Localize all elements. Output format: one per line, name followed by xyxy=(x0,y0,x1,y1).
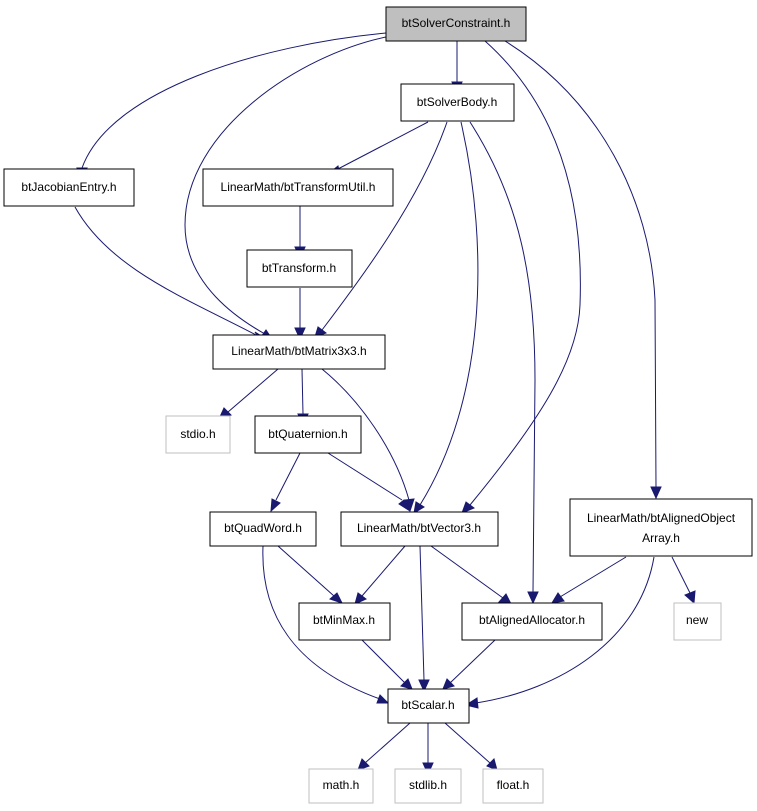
node-label: btQuaternion.h xyxy=(268,427,347,441)
node-label: LinearMath/btTransformUtil.h xyxy=(221,180,376,194)
edge-alignedobjectarray-to-alignedallocator xyxy=(559,556,627,598)
edge-solverconstraint-to-jacobianentry xyxy=(81,32,387,169)
node-label: stdio.h xyxy=(180,427,215,441)
arrowhead xyxy=(442,678,455,690)
edge-scalar-to-float xyxy=(444,722,491,764)
node-label: btScalar.h xyxy=(401,698,454,712)
edge-solverbody-to-transformutil xyxy=(335,121,429,171)
edge-minmax-to-scalar xyxy=(359,637,406,684)
node-btvector3[interactable]: LinearMath/btVector3.h xyxy=(340,511,499,547)
arrowhead xyxy=(376,694,390,704)
edge-matrix3x3-to-stdio xyxy=(227,368,279,413)
arrowhead xyxy=(486,758,498,771)
arrowhead xyxy=(461,501,475,514)
edge-alignedobjectarray-to-scalar xyxy=(475,556,655,704)
node-label: btQuadWord.h xyxy=(224,521,302,535)
node-label: btJacobianEntry.h xyxy=(21,180,116,194)
node-btquaternion[interactable]: btQuaternion.h xyxy=(254,415,362,454)
node-btsolverbody[interactable]: btSolverBody.h xyxy=(400,83,515,122)
arrowhead xyxy=(398,499,411,512)
node-btalignedobjectarray[interactable]: LinearMath/btAlignedObject Array.h xyxy=(569,498,753,557)
edge-vector3-to-scalar xyxy=(419,545,425,681)
edge-solverbody-to-alignedallocator xyxy=(469,121,536,593)
edge-matrix3x3-to-vector3 xyxy=(321,368,410,501)
edges xyxy=(74,32,691,764)
node-label: btMinMax.h xyxy=(313,613,375,627)
edge-matrix3x3-to-quaternion xyxy=(301,368,304,415)
node-label: LinearMath/btMatrix3x3.h xyxy=(231,344,366,358)
node-label: LinearMath/btVector3.h xyxy=(357,521,481,535)
arrowhead xyxy=(551,592,565,604)
node-label: btAlignedAllocator.h xyxy=(479,613,585,627)
node-btjacobianentry[interactable]: btJacobianEntry.h xyxy=(3,168,135,207)
node-bttransform[interactable]: btTransform.h xyxy=(246,249,353,288)
node-label: btSolverBody.h xyxy=(417,95,498,109)
edge-vector3-to-alignedallocator xyxy=(430,545,504,599)
edge-solverbody-to-vector3 xyxy=(419,121,479,506)
node-bttransformutil[interactable]: LinearMath/btTransformUtil.h xyxy=(202,168,394,207)
arrowhead xyxy=(400,678,413,690)
node-btscalar[interactable]: btScalar.h xyxy=(387,688,470,724)
node-label: float.h xyxy=(497,778,530,792)
edge-quaternion-to-vector3 xyxy=(327,452,403,501)
node-label-line1: LinearMath/btAlignedObject xyxy=(587,511,736,525)
node-label: btTransform.h xyxy=(262,261,336,275)
edge-quaternion-to-quadword xyxy=(275,452,301,501)
node-new[interactable]: new xyxy=(673,602,722,641)
node-btminmax[interactable]: btMinMax.h xyxy=(298,602,391,641)
node-stdlib[interactable]: stdlib.h xyxy=(394,768,462,804)
arrowhead xyxy=(527,591,539,605)
edge-quadword-to-minmax xyxy=(277,545,335,597)
edge-solverconstraint-to-matrix3x3 xyxy=(184,36,387,335)
node-label: math.h xyxy=(323,778,360,792)
arrowhead xyxy=(329,592,343,604)
node-btquadword[interactable]: btQuadWord.h xyxy=(209,511,317,547)
edge-vector3-to-minmax xyxy=(361,545,406,597)
arrowhead xyxy=(294,327,306,341)
node-label: stdlib.h xyxy=(409,778,447,792)
node-btmatrix3x3[interactable]: LinearMath/btMatrix3x3.h xyxy=(212,334,386,370)
node-btalignedallocator[interactable]: btAlignedAllocator.h xyxy=(461,602,603,641)
edge-quadword-to-scalar xyxy=(262,545,381,700)
node-label: btSolverConstraint.h xyxy=(402,16,511,30)
node-btsolverconstraint[interactable]: btSolverConstraint.h xyxy=(385,6,527,42)
edge-solverconstraint-to-vector3 xyxy=(469,40,581,506)
node-math[interactable]: math.h xyxy=(308,768,374,804)
arrowhead xyxy=(650,486,662,500)
arrowhead xyxy=(684,590,696,605)
arrowhead xyxy=(413,501,425,514)
arrowhead xyxy=(357,758,370,771)
edge-alignedobjectarray-to-new xyxy=(671,556,691,594)
arrowhead xyxy=(270,498,281,513)
edge-scalar-to-math xyxy=(364,722,411,764)
edge-jacobianentry-to-matrix3x3 xyxy=(74,206,259,337)
edge-alignedallocator-to-scalar xyxy=(449,639,496,684)
node-stdio[interactable]: stdio.h xyxy=(165,415,231,454)
arrowhead xyxy=(354,592,367,605)
node-label: new xyxy=(686,613,708,627)
arrowhead xyxy=(418,679,430,693)
edge-solverconstraint-to-alignedobjectarray xyxy=(504,40,657,488)
node-float[interactable]: float.h xyxy=(482,768,544,804)
node-label-line2: Array.h xyxy=(642,531,680,545)
edge-solverbody-to-matrix3x3 xyxy=(321,121,448,331)
